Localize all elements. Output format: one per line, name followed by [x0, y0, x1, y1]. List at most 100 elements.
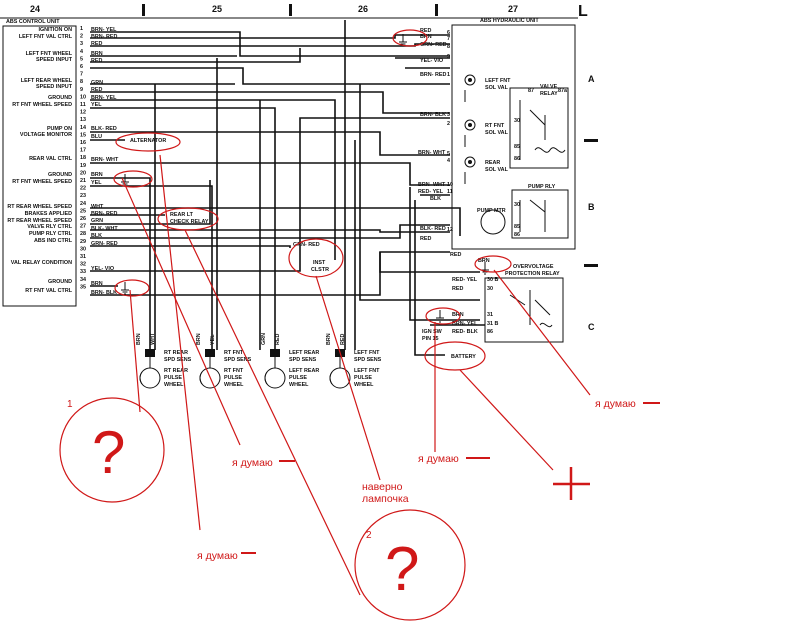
- hydraulic-pin: 1: [447, 72, 450, 78]
- abs-unit-label: REAR VAL CTRL: [29, 156, 73, 162]
- sensor-wire-label: BRN: [136, 333, 142, 345]
- sensor-title: SPD SENS: [164, 357, 192, 363]
- abs-unit-pins: 1234567891011121314151617181920212223242…: [80, 26, 86, 290]
- check-relay-circle: [157, 207, 219, 231]
- hydraulic-wire-label: RED: [450, 252, 461, 258]
- probably-lamp-label-1: наверно: [362, 481, 403, 493]
- sensor-title: LEFT FNT: [354, 350, 380, 356]
- abs-unit-pin: 3: [80, 41, 83, 47]
- sensor-wire-label: BRN: [196, 333, 202, 345]
- sensor-title: LEFT REAR: [289, 350, 319, 356]
- overvoltage-pin: 30 B: [487, 277, 498, 283]
- ground-circle-2: [114, 279, 150, 297]
- abs-unit-pin: 21: [80, 178, 86, 184]
- pump-relay-box: [511, 189, 569, 239]
- ign-sw-label-1: IGN SW: [422, 329, 443, 335]
- sensor-wire-label: YEL: [210, 334, 216, 345]
- inst-clstr-label-1: INST: [313, 260, 326, 266]
- abs-unit-pin: 4: [80, 49, 83, 55]
- abs-unit-pin: 8: [80, 79, 83, 85]
- abs-unit-label: BRAKES APPLIED: [25, 211, 73, 217]
- pulse-wheel-label: LEFT REAR: [289, 368, 319, 374]
- abs-unit-pin: 23: [80, 193, 86, 199]
- pulse-wheel-label: PULSE: [164, 375, 182, 381]
- wire-color-label: YEL: [91, 102, 102, 108]
- overvoltage-pin: 30: [487, 286, 493, 292]
- hydraulic-pin: 12: [447, 227, 453, 233]
- valve-relay-label-1: VALVE: [540, 84, 558, 90]
- abs-unit-label: PUMP RLY CTRL: [29, 231, 73, 237]
- abs-unit-pin: 33: [80, 269, 86, 275]
- solenoid-valve-label: REAR: [485, 160, 500, 166]
- wire-color-label: BRN- YEL: [91, 95, 117, 101]
- abs-unit-pin: 9: [80, 87, 83, 93]
- sensor-title: RT REAR: [164, 350, 188, 356]
- wire-color-label: BLK: [91, 233, 102, 239]
- hydraulic-wire-label: BRN: [420, 34, 432, 40]
- ground-symbol: [481, 262, 489, 275]
- abs-unit-pin: 11: [80, 102, 86, 108]
- grn-red-label: GRN- RED: [293, 242, 320, 248]
- pump-motor-label: PUMP MTR: [477, 208, 506, 214]
- think-label-2: я думаю: [197, 550, 238, 562]
- abs-unit-label: RT REAR WHEEL SPEED: [7, 204, 72, 210]
- abs-unit-pin: 7: [80, 72, 83, 78]
- hydraulic-pin: 11: [447, 189, 453, 195]
- abs-unit-label: RT REAR WHEEL SPEED: [7, 218, 72, 224]
- alternator-circle: [115, 132, 181, 152]
- wire-color-label: BLU: [91, 134, 102, 140]
- ground-circle: [113, 170, 153, 188]
- abs-unit-pin: 10: [80, 94, 86, 100]
- ground-symbol: [399, 34, 407, 47]
- hydraulic-pin: 7: [447, 36, 450, 42]
- battery-circle: [424, 341, 486, 371]
- overvoltage-label-2: PROTECTION RELAY: [505, 271, 560, 277]
- hydraulic-wire-label: BLK- RED: [420, 226, 446, 232]
- solenoid-valve-label: SOL VAL: [485, 130, 509, 136]
- wire-color-label: YEL- VIO: [91, 266, 114, 272]
- zone-b: B: [588, 202, 595, 212]
- abs-unit-pin: 34: [80, 277, 86, 283]
- section-27: 27: [508, 4, 518, 14]
- handwritten-annotations: ? 1 ? 2 я думаю я думаю я думаю я думаю …: [59, 29, 660, 621]
- sensor-wire-label: RED: [275, 334, 281, 345]
- pulse-wheel-label: PULSE: [354, 375, 372, 381]
- overvoltage-pin: 31: [487, 312, 493, 318]
- abs-unit-pin: 25: [80, 208, 86, 214]
- wire-color-label: GRN- RED: [91, 241, 118, 247]
- abs-unit-label: LEFT REAR WHEEL: [21, 78, 73, 84]
- hydraulic-wire-label: BRN: [478, 258, 490, 264]
- abs-unit-pin: 27: [80, 224, 86, 230]
- abs-unit-label: VALVE RLY CTRL: [27, 224, 72, 230]
- section-26: 26: [358, 4, 368, 14]
- abs-unit-pin: 17: [80, 148, 86, 154]
- wire-color-label: BRN: [91, 51, 103, 57]
- solenoid-valve-label: LEFT FNT: [485, 78, 511, 84]
- overvoltage-wire-label: RED- BLK: [452, 329, 478, 335]
- pulse-wheel-label: LEFT FNT: [354, 368, 380, 374]
- abs-unit-label: GROUND: [48, 95, 72, 101]
- sensor-title: SPD SENS: [224, 357, 252, 363]
- abs-unit-pin: 13: [80, 117, 86, 123]
- hydraulic-pin: 10: [447, 182, 453, 188]
- wire-color-label: BRN: [91, 281, 103, 287]
- hydraulic-wire-label: GRN- RED: [420, 42, 447, 48]
- abs-unit-pin: 16: [80, 140, 86, 146]
- wire-color-label: BRN- RED: [91, 34, 117, 40]
- abs-unit-pin: 15: [80, 132, 86, 138]
- hydraulic-pin: 8: [447, 44, 450, 50]
- hydraulic-pin: 2: [447, 121, 450, 127]
- ground-symbol: [436, 310, 444, 323]
- sensor-wire-label: BRN: [326, 333, 332, 345]
- pump-relay-label: PUMP RLY: [528, 184, 556, 190]
- pulse-wheel-label: RT FNT: [224, 368, 244, 374]
- hydraulic-pin: 86: [514, 232, 520, 238]
- wire-color-label: GRN: [91, 80, 103, 86]
